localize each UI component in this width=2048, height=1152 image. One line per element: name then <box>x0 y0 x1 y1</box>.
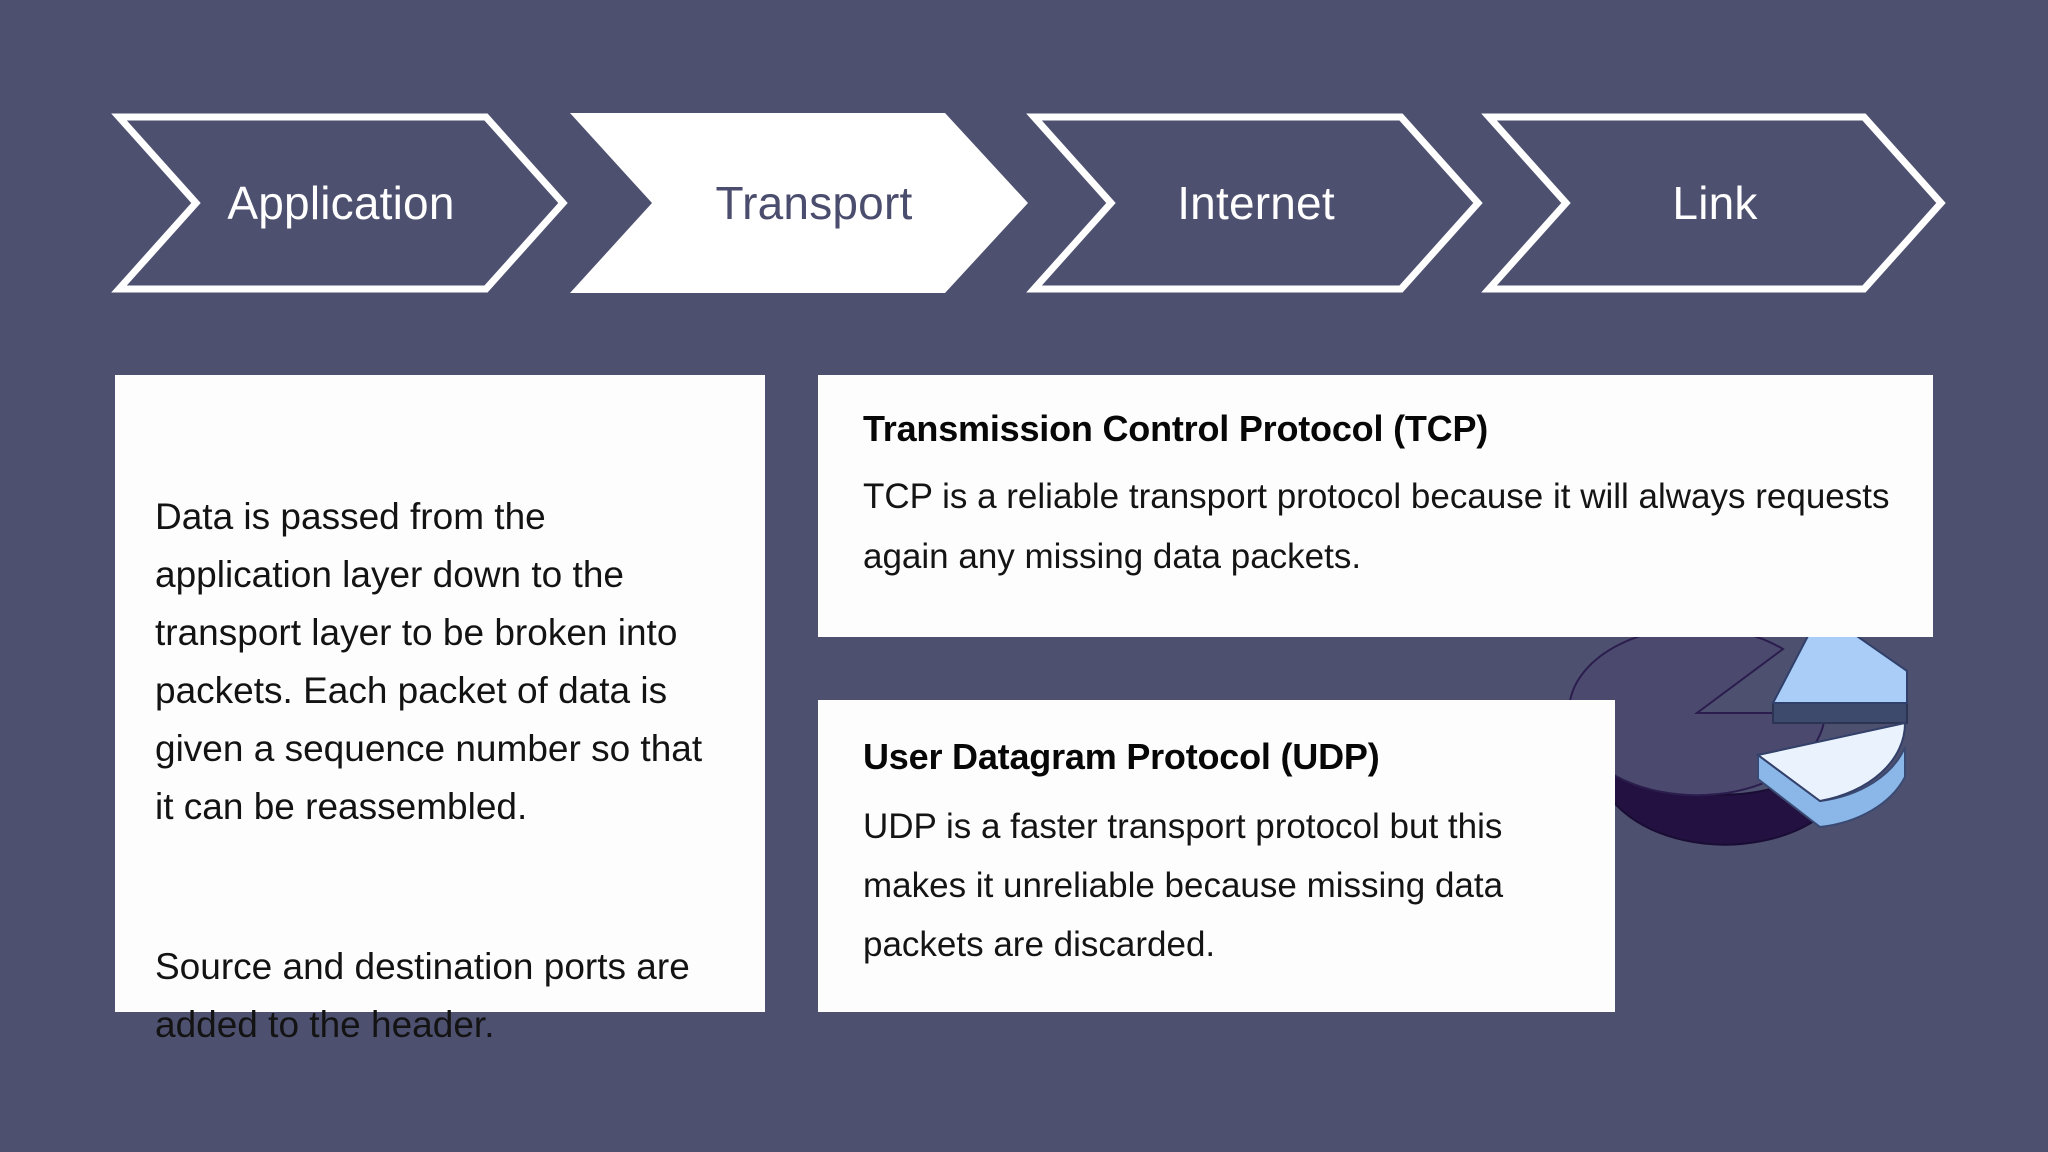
pie-slice-blue-depth <box>1772 702 1908 724</box>
tcp-card: Transmission Control Protocol (TCP) TCP … <box>818 375 1933 637</box>
stack-step-transport-label: Transport <box>715 177 913 229</box>
left-panel-paragraph-1: Data is passed from the application laye… <box>155 496 703 827</box>
pie-main-depth <box>1596 712 1826 846</box>
stack-step-transport[interactable]: Transport <box>570 113 1030 293</box>
left-panel-paragraph-2: Source and destination ports are added t… <box>155 946 690 1045</box>
pie-slice-pale-top <box>1755 721 1907 803</box>
stack-step-application[interactable]: Application <box>111 113 568 293</box>
stack-step-link-label: Link <box>1672 177 1758 229</box>
left-panel-text: Data is passed from the application laye… <box>155 430 715 1112</box>
stack-step-application-label: Application <box>227 177 455 229</box>
udp-card-body: UDP is a faster transport protocol but t… <box>863 807 1504 964</box>
stack-step-internet[interactable]: Internet <box>1026 113 1483 293</box>
stack-step-link[interactable]: Link <box>1481 113 1946 293</box>
transport-layer-description-card: Data is passed from the application laye… <box>115 375 765 1045</box>
pie-chart-3d-illustration <box>1568 595 1915 895</box>
tcp-card-heading: Transmission Control Protocol (TCP) <box>863 408 1489 449</box>
udp-card-heading: User Datagram Protocol (UDP) <box>863 736 1380 777</box>
protocol-stack-steps: Application Transport Internet Link <box>0 0 2048 300</box>
tcp-card-body: TCP is a reliable transport protocol bec… <box>863 477 1890 576</box>
stack-step-internet-label: Internet <box>1177 177 1335 229</box>
pie-slice-pale-depth <box>1757 746 1906 829</box>
udp-card: User Datagram Protocol (UDP) UDP is a fa… <box>818 700 1615 1012</box>
